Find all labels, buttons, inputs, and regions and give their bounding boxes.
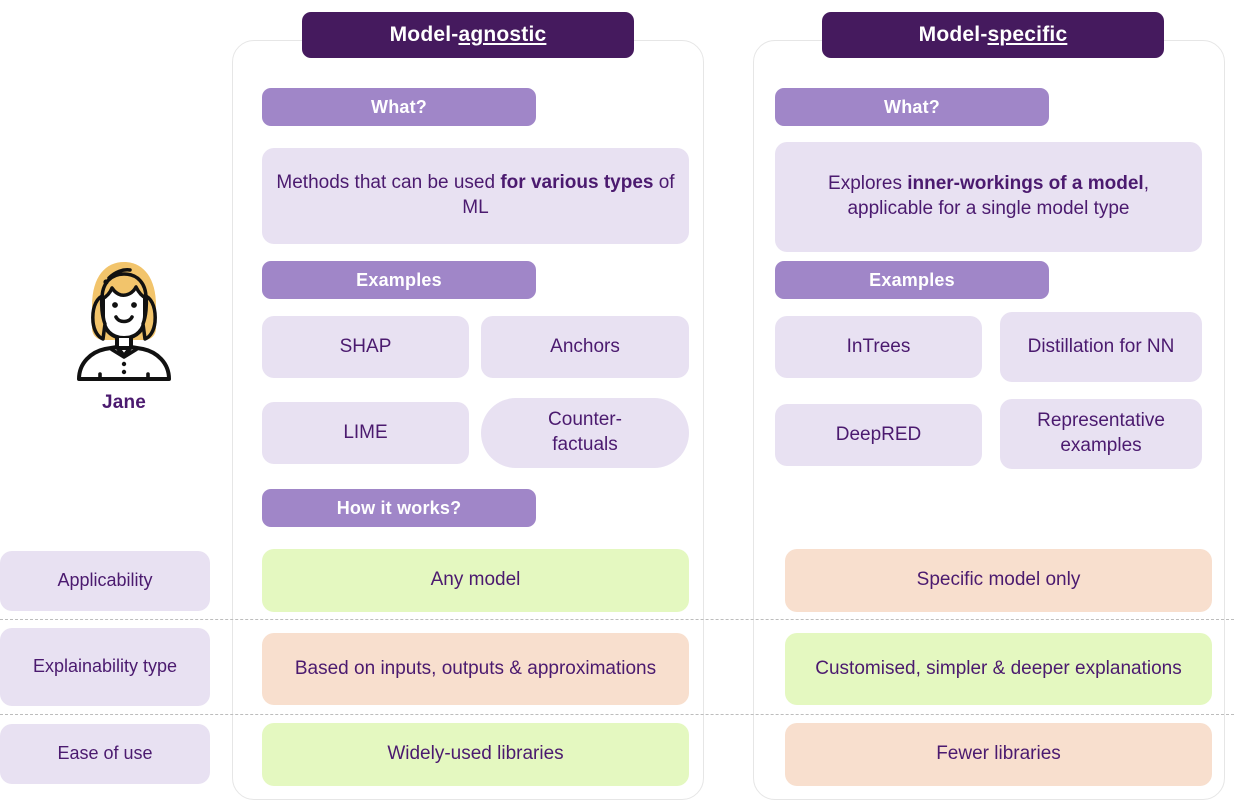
what-text-agnostic-part0: Methods that can be used <box>276 172 501 194</box>
what-text-specific-part1: inner-workings of a model <box>907 173 1144 195</box>
example-chip-counterfactuals-label: Counter-factuals <box>548 409 622 455</box>
example-chip-intrees: InTrees <box>775 316 982 378</box>
section-chip-examples-specific: Examples <box>775 261 1049 299</box>
header-prefix-agnostic: Model- <box>389 23 459 46</box>
verdict-agnostic-applicability: Any model <box>262 549 689 612</box>
header-underlined-specific: specific <box>987 23 1068 46</box>
woman-avatar-icon <box>77 262 171 381</box>
what-text-agnostic-part2: of ML <box>462 172 675 218</box>
row-label-ease-of-use: Ease of use <box>0 724 210 784</box>
verdict-specific-ease-of-use: Fewer libraries <box>785 723 1212 786</box>
column-header-model-specific: Model-specific <box>822 12 1164 58</box>
example-chip-shap: SHAP <box>262 316 469 378</box>
header-underlined-agnostic: agnostic <box>458 23 547 46</box>
verdict-agnostic-explainability: Based on inputs, outputs & approximation… <box>262 633 689 705</box>
example-chip-deepred: DeepRED <box>775 404 982 466</box>
row-label-applicability: Applicability <box>0 551 210 611</box>
section-chip-how-it-works-agnostic: How it works? <box>262 489 536 527</box>
persona-name: Jane <box>101 392 147 413</box>
row-separator-1 <box>0 619 1234 620</box>
example-chip-lime: LIME <box>262 402 469 464</box>
example-chip-anchors: Anchors <box>481 316 689 378</box>
verdict-agnostic-ease-of-use: Widely-used libraries <box>262 723 689 786</box>
avatar <box>59 252 189 382</box>
row-separator-2 <box>0 714 1234 715</box>
what-text-agnostic-part1: for various types <box>500 172 654 194</box>
what-text-specific-part2: , applicable for a single model type <box>847 173 1149 219</box>
example-chip-distillation-for-nn: Distillation for NN <box>1000 312 1202 382</box>
what-text-specific-part0: Explores <box>828 173 908 195</box>
section-chip-what-specific: What? <box>775 88 1049 126</box>
column-header-model-agnostic: Model-agnostic <box>302 12 634 58</box>
verdict-specific-explainability: Customised, simpler & deeper explanation… <box>785 633 1212 705</box>
verdict-specific-applicability: Specific model only <box>785 549 1212 612</box>
header-prefix-specific: Model- <box>918 23 988 46</box>
row-label-explainability-type: Explainability type <box>0 628 210 706</box>
section-chip-examples-agnostic: Examples <box>262 261 536 299</box>
persona-block: Jane <box>34 252 214 414</box>
section-chip-what-agnostic: What? <box>262 88 536 126</box>
example-chip-counterfactuals: Counter-factuals <box>481 398 689 468</box>
what-description-specific: Explores inner-workings of a model, appl… <box>775 142 1202 252</box>
example-chip-representative-examples: Representative examples <box>1000 399 1202 469</box>
what-description-agnostic: Methods that can be used for various typ… <box>262 148 689 244</box>
